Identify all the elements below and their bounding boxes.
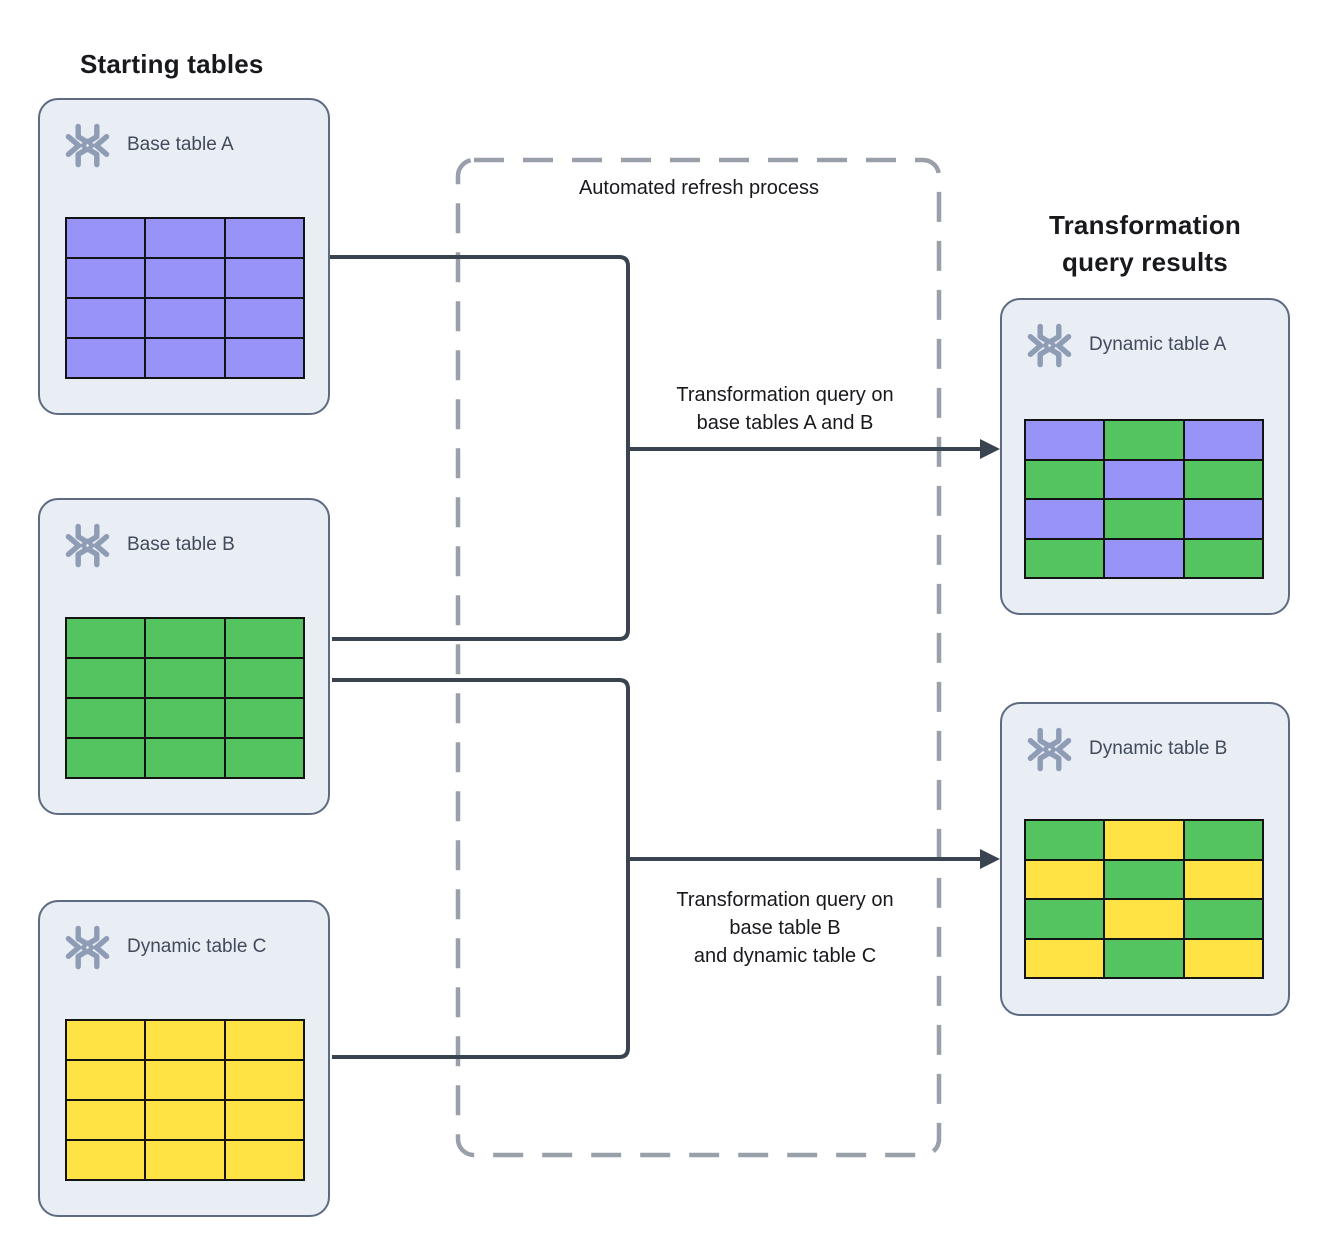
table-cell <box>67 299 145 337</box>
table-cell <box>1184 539 1262 577</box>
table-cell <box>1105 939 1183 977</box>
table-cell <box>1026 939 1104 977</box>
table-cell <box>225 659 303 697</box>
connector-base-b-and-dynamic-c <box>332 678 630 1059</box>
table-cell <box>67 659 145 697</box>
table-cell <box>1105 900 1183 938</box>
table-cell <box>146 699 224 737</box>
table-cell <box>1026 539 1104 577</box>
table-cell <box>225 219 303 257</box>
table-cell <box>67 1141 145 1179</box>
table-cell <box>1105 860 1183 898</box>
snowflake-icon <box>65 523 110 567</box>
table-grid <box>65 217 305 379</box>
table-cell <box>146 1101 224 1139</box>
card-header: Base table B <box>64 518 235 572</box>
snowflake-icon <box>65 925 110 969</box>
table-cell <box>1105 821 1183 859</box>
table-grid <box>1024 419 1264 579</box>
arrow-label-base-a-b: Transformation query on base tables A an… <box>676 384 894 434</box>
table-cell <box>146 339 224 377</box>
card-header: Dynamic table A <box>1026 318 1226 372</box>
table-cell <box>225 259 303 297</box>
snowflake-icon <box>1027 323 1072 367</box>
card-base-table-b: Base table B <box>38 498 330 815</box>
table-cell <box>1184 500 1262 538</box>
card-header: Base table A <box>64 118 234 172</box>
table-cell <box>146 1141 224 1179</box>
arrow-label-base-b-dynamic-c: Transformation query on base table B and… <box>676 889 894 967</box>
connector-base-a-and-b <box>330 255 630 641</box>
table-cell <box>146 739 224 777</box>
table-cell <box>1105 539 1183 577</box>
table-cell <box>1026 460 1104 498</box>
table-cell <box>67 219 145 257</box>
table-cell <box>1184 421 1262 459</box>
transformation-query-results-heading: Transformation query results <box>1048 210 1242 277</box>
card-header: Dynamic table B <box>1026 722 1227 776</box>
table-cell <box>67 339 145 377</box>
card-title: Base table B <box>127 534 235 555</box>
table-cell <box>1026 821 1104 859</box>
table-cell <box>1105 421 1183 459</box>
table-cell <box>225 299 303 337</box>
table-cell <box>1026 421 1104 459</box>
table-cell <box>1026 900 1104 938</box>
table-cell <box>67 1101 145 1139</box>
table-cell <box>67 619 145 657</box>
table-cell <box>225 699 303 737</box>
table-cell <box>1026 860 1104 898</box>
table-cell <box>146 1061 224 1099</box>
table-cell <box>225 1101 303 1139</box>
table-cell <box>146 299 224 337</box>
table-grid <box>65 1019 305 1181</box>
table-cell <box>146 259 224 297</box>
table-cell <box>146 1021 224 1059</box>
card-title: Dynamic table A <box>1089 334 1227 355</box>
table-cell <box>1105 460 1183 498</box>
card-title: Dynamic table B <box>1089 738 1228 759</box>
table-cell <box>1184 460 1262 498</box>
table-cell <box>67 739 145 777</box>
table-cell <box>225 1141 303 1179</box>
table-cell <box>67 1061 145 1099</box>
card-dynamic-table-b: Dynamic table B <box>1000 702 1290 1016</box>
table-cell <box>146 659 224 697</box>
table-cell <box>1184 900 1262 938</box>
table-cell <box>225 739 303 777</box>
table-cell <box>1184 939 1262 977</box>
card-title: Base table A <box>127 134 234 155</box>
arrowhead-dynamic-a-icon <box>980 439 1000 459</box>
table-grid <box>1024 819 1264 979</box>
automated-refresh-region-outline <box>455 157 942 1158</box>
table-cell <box>225 1021 303 1059</box>
automated-refresh-label: Automated refresh process <box>578 177 820 199</box>
table-cell <box>225 339 303 377</box>
card-base-table-a: Base table A <box>38 98 330 415</box>
card-dynamic-table-c: Dynamic table C <box>38 900 330 1217</box>
table-cell <box>67 1021 145 1059</box>
arrowhead-dynamic-b-icon <box>980 849 1000 869</box>
table-cell <box>67 259 145 297</box>
table-cell <box>67 699 145 737</box>
table-cell <box>146 219 224 257</box>
card-dynamic-table-a: Dynamic table A <box>1000 298 1290 615</box>
table-cell <box>1184 821 1262 859</box>
card-title: Dynamic table C <box>127 936 267 957</box>
table-cell <box>1184 860 1262 898</box>
table-cell <box>225 1061 303 1099</box>
table-cell <box>1026 500 1104 538</box>
table-cell <box>225 619 303 657</box>
snowflake-icon <box>65 123 110 167</box>
table-cell <box>1105 500 1183 538</box>
starting-tables-heading: Starting tables <box>80 49 264 79</box>
snowflake-icon <box>1027 727 1072 771</box>
table-cell <box>146 619 224 657</box>
table-grid <box>65 617 305 779</box>
card-header: Dynamic table C <box>64 920 266 974</box>
